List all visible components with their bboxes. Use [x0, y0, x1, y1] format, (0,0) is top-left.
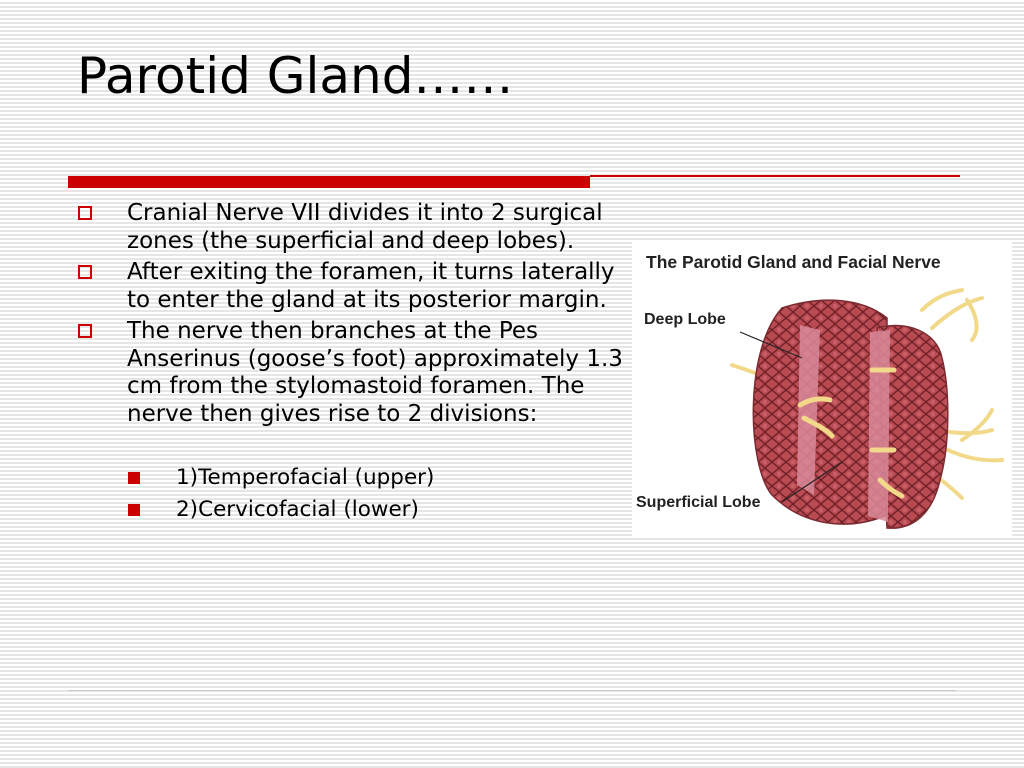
deep-lobe-shape: [752, 299, 888, 525]
bullet-item: Cranial Nerve VII divides it into 2 surg…: [78, 200, 638, 255]
sub-bullet-item: 1)Temperofacial (upper): [128, 462, 638, 494]
parotid-gland-figure: The Parotid Gland and Facial Nerve Deep …: [632, 240, 1012, 536]
title-divider-thick: [68, 176, 590, 188]
filled-square-bullet-icon: [128, 472, 140, 484]
bullet-item: The nerve then branches at the Pes Anser…: [78, 318, 638, 428]
cut-surface: [797, 325, 820, 495]
bullet-text: After exiting the foramen, it turns late…: [127, 259, 615, 313]
bullet-list: Cranial Nerve VII divides it into 2 surg…: [78, 200, 638, 428]
sub-bullet-text: 2)Cervicofacial (lower): [176, 497, 419, 522]
filled-square-bullet-icon: [128, 504, 140, 516]
hollow-square-bullet-icon: [78, 324, 92, 338]
slide-body: Cranial Nerve VII divides it into 2 surg…: [78, 200, 638, 526]
facial-nerve-trunk: [797, 367, 905, 499]
bullet-text: The nerve then branches at the Pes Anser…: [127, 318, 623, 427]
hollow-square-bullet-icon: [78, 265, 92, 279]
hollow-square-bullet-icon: [78, 206, 92, 220]
superficial-lobe-shape: [876, 324, 949, 529]
pointer-line: [739, 331, 803, 359]
label-superficial-lobe: Superficial Lobe: [636, 494, 761, 511]
cut-surface: [868, 330, 890, 522]
bullet-item: After exiting the foramen, it turns late…: [78, 259, 638, 314]
sub-bullet-list: 1)Temperofacial (upper) 2)Cervicofacial …: [78, 462, 638, 526]
sub-bullet-item: 2)Cervicofacial (lower): [128, 494, 638, 526]
pointer-line: [781, 461, 843, 503]
label-deep-lobe: Deep Lobe: [644, 311, 726, 328]
slide-title: Parotid Gland……: [77, 47, 514, 105]
bullet-text: Cranial Nerve VII divides it into 2 surg…: [127, 200, 603, 254]
parotid-gland-illustration: [730, 288, 1004, 529]
title-divider-thin: [590, 175, 960, 177]
figure-title: The Parotid Gland and Facial Nerve: [646, 252, 941, 272]
sub-bullet-text: 1)Temperofacial (upper): [176, 465, 435, 490]
footer-divider: [68, 690, 956, 691]
